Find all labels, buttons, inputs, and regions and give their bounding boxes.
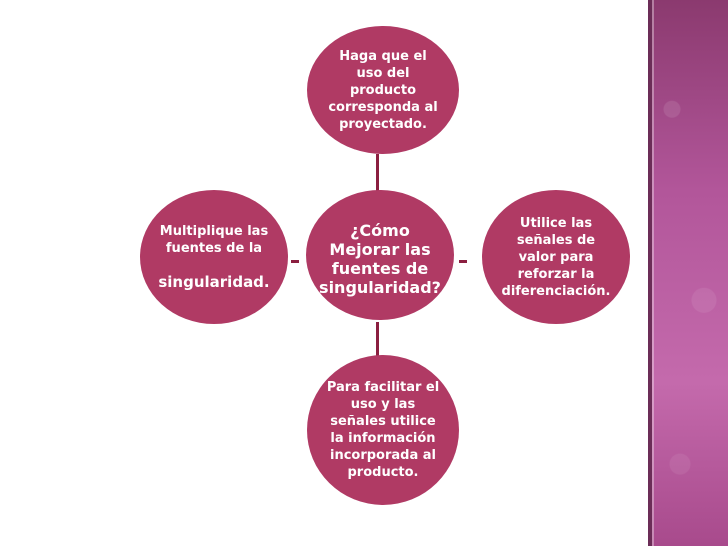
node-right-text: Utilice las señales de valor para reforz… xyxy=(501,215,611,299)
node-right: Utilice las señales de valor para reforz… xyxy=(482,190,630,324)
connector-bottom xyxy=(376,322,379,356)
connector-right xyxy=(459,260,467,263)
node-bottom: Para facilitar el uso y las señales util… xyxy=(307,355,459,505)
node-left-text: Multiplique las fuentes de la singularid… xyxy=(158,206,269,308)
connector-top xyxy=(376,154,379,192)
connector-left xyxy=(291,260,299,263)
node-top: Haga que el uso del producto corresponda… xyxy=(307,26,459,154)
decorative-side-band xyxy=(648,0,728,546)
node-bottom-text: Para facilitar el uso y las señales util… xyxy=(326,380,440,480)
node-left: Multiplique las fuentes de la singularid… xyxy=(140,190,288,324)
node-left-text-line2: singularidad. xyxy=(158,273,270,291)
node-center-text: ¿Cómo Mejorar las fuentes de singularida… xyxy=(319,221,441,297)
node-top-text: Haga que el uso del producto corresponda… xyxy=(328,48,438,132)
node-center: ¿Cómo Mejorar las fuentes de singularida… xyxy=(306,190,454,320)
node-left-text-line1: Multiplique las fuentes de la xyxy=(159,224,269,256)
